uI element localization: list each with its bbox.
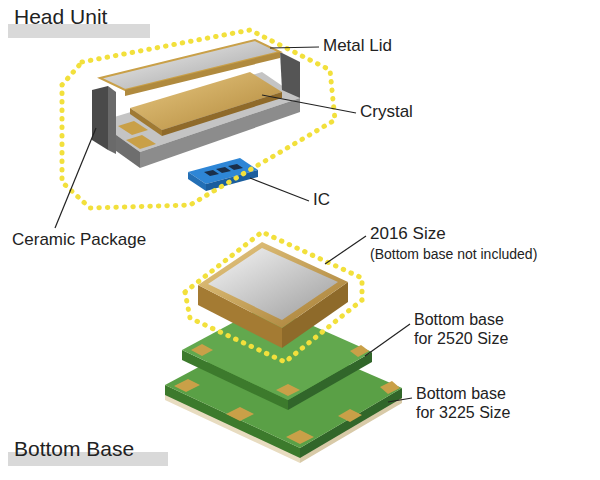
board-pad — [286, 430, 314, 444]
leader-line — [388, 398, 412, 402]
board-pad — [380, 381, 400, 394]
ic-pad — [204, 170, 219, 176]
board-pad — [191, 344, 213, 356]
head-unit-illustration — [92, 40, 300, 191]
size-label: 2016 Size — [370, 224, 446, 244]
leader-line — [365, 324, 410, 356]
ic-chip — [188, 172, 206, 191]
board-pad — [338, 409, 362, 422]
ic-pad — [216, 167, 231, 173]
part-label: IC — [313, 190, 330, 210]
lid-edge — [125, 52, 280, 96]
board-label: Bottom base for 2520 Size — [414, 310, 520, 348]
metal-lid — [100, 40, 280, 90]
part-label: Metal Lid — [323, 36, 392, 56]
board-pad — [174, 379, 200, 392]
section-heading: Head Unit — [14, 4, 107, 29]
leader-line — [270, 47, 319, 48]
package-wall — [108, 86, 116, 154]
leader-line — [325, 236, 366, 264]
board-label: Bottom base for 3225 Size — [416, 384, 522, 422]
leader-line — [250, 178, 309, 201]
bond-pad — [126, 135, 156, 149]
package-wall — [280, 52, 300, 98]
package-wall — [92, 86, 108, 150]
chip-rim — [198, 242, 348, 328]
crystal-edge — [130, 108, 162, 136]
leader-line — [55, 128, 96, 228]
part-label: Crystal — [360, 102, 413, 122]
leader-lines — [55, 47, 412, 402]
leader-line — [262, 95, 356, 113]
dotted-outline — [62, 30, 335, 208]
section-heading: Bottom Base — [14, 436, 134, 461]
ic-pad — [228, 164, 243, 170]
dotted-outline — [185, 232, 362, 362]
size-note: (Bottom base not included) — [370, 246, 537, 263]
board-pad — [226, 407, 254, 421]
board-pad — [276, 384, 300, 396]
part-label: Ceramic Package — [12, 230, 146, 250]
crystal-edge — [162, 92, 282, 136]
